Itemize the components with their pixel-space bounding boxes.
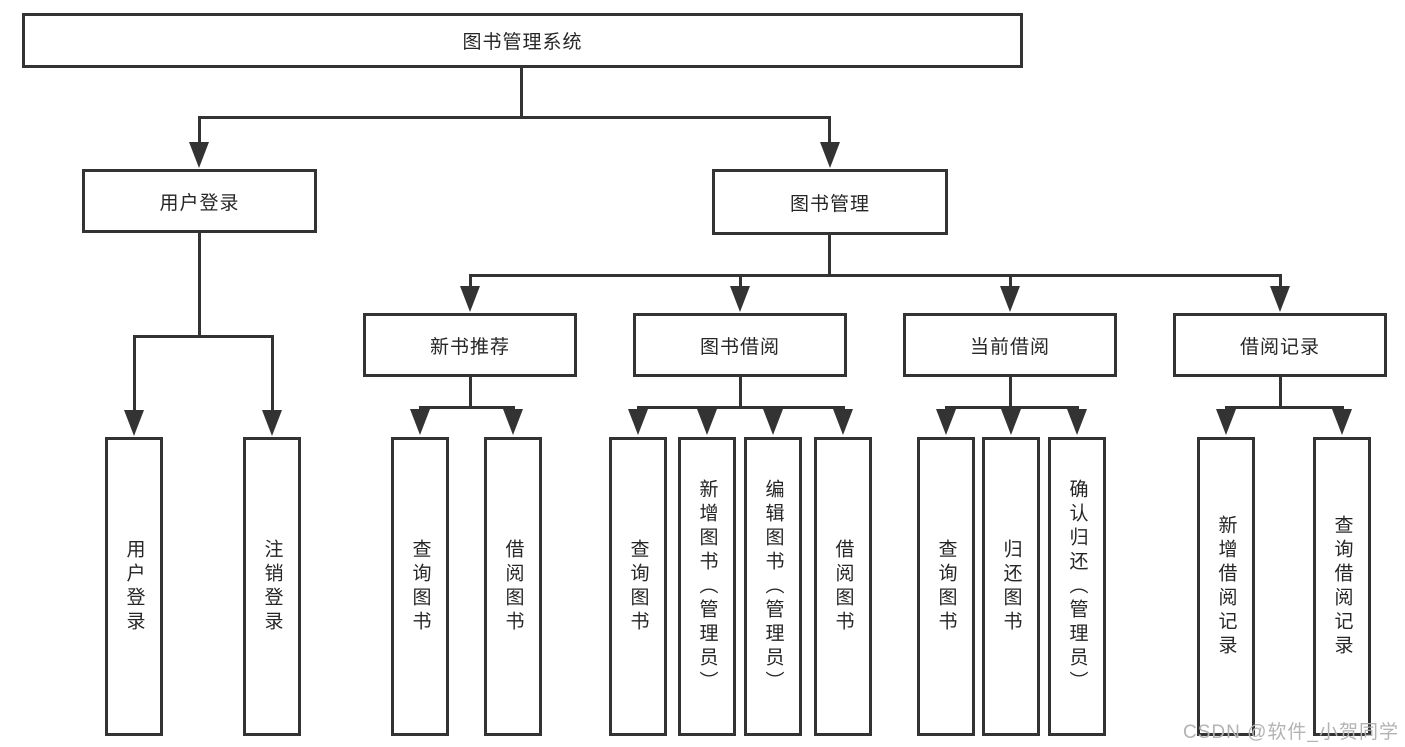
leaf-bb-edit-book: 编辑图书（管理员） [744, 437, 802, 736]
leaf-nb-borrow-book-label: 借阅图书 [502, 538, 524, 635]
leaf-br-add-record-label: 新增借阅记录 [1215, 514, 1237, 659]
arrow-to-bb-borrow-book [833, 409, 853, 435]
leaf-nb-query-book-label: 查询图书 [409, 538, 431, 635]
leaf-bb-edit-book-label: 编辑图书（管理员） [762, 478, 784, 695]
leaf-br-add-record: 新增借阅记录 [1197, 437, 1255, 736]
leaf-user-login: 用户登录 [105, 437, 163, 736]
leaf-cb-confirm-return: 确认归还（管理员） [1048, 437, 1106, 736]
arrow-to-user-login [189, 142, 209, 168]
leaf-cb-confirm-return-label: 确认归还（管理员） [1066, 478, 1088, 695]
leaf-br-query-record: 查询借阅记录 [1313, 437, 1371, 736]
leaf-bb-borrow-book: 借阅图书 [814, 437, 872, 736]
connector-user-login-stub [198, 233, 201, 337]
node-book-management-label: 图书管理 [789, 193, 870, 215]
leaf-logout-label: 注销登录 [261, 538, 283, 635]
arrow-to-new-book [460, 286, 480, 312]
connector-borrowing-records-stub [1279, 377, 1282, 408]
connector-to-user-login-leaf [133, 335, 136, 412]
node-user-login: 用户登录 [82, 169, 317, 233]
connector-book-management-stub [828, 235, 831, 276]
node-book-management: 图书管理 [712, 169, 948, 235]
leaf-nb-borrow-book: 借阅图书 [484, 437, 542, 736]
leaf-cb-query-book: 查询图书 [917, 437, 975, 736]
node-new-book-recommend: 新书推荐 [363, 313, 577, 377]
connector-book-borrowing-stub [739, 377, 742, 408]
arrow-to-logout-leaf [262, 410, 282, 436]
csdn-watermark: CSDN @软件_小贺同学 [1183, 722, 1399, 743]
node-root-label: 图书管理系统 [462, 32, 583, 53]
node-new-book-recommend-label: 新书推荐 [429, 336, 510, 358]
leaf-cb-return-book: 归还图书 [982, 437, 1040, 736]
arrow-to-book-borrowing [730, 286, 750, 312]
arrow-to-current-borrowing [1000, 286, 1020, 312]
arrow-to-bb-add-book [697, 409, 717, 435]
arrow-to-bb-edit-book [763, 409, 783, 435]
leaf-bb-add-book-label: 新增图书（管理员） [696, 478, 718, 695]
connector-new-book-stub [469, 377, 472, 408]
arrow-to-cb-return-book [1001, 409, 1021, 435]
leaf-nb-query-book: 查询图书 [391, 437, 449, 736]
leaf-br-query-record-label: 查询借阅记录 [1331, 514, 1353, 659]
leaf-cb-return-book-label: 归还图书 [1000, 538, 1022, 635]
connector-to-logout-leaf [271, 335, 274, 412]
node-current-borrowing: 当前借阅 [903, 313, 1117, 377]
node-root: 图书管理系统 [22, 13, 1023, 68]
connector-to-new-book [469, 274, 472, 288]
arrow-to-br-query-record [1332, 409, 1352, 435]
arrow-to-nb-query-book [410, 409, 430, 435]
arrow-to-nb-borrow-book [503, 409, 523, 435]
leaf-logout: 注销登录 [243, 437, 301, 736]
connector-level2-bar [469, 274, 1281, 277]
leaf-bb-query-book: 查询图书 [609, 437, 667, 736]
leaf-bb-query-book-label: 查询图书 [627, 538, 649, 635]
arrow-to-bb-query-book [628, 409, 648, 435]
connector-to-current-borrowing [1009, 274, 1012, 288]
connector-to-book-borrowing [739, 274, 742, 288]
connector-borrowing-records-bar [1225, 406, 1344, 409]
connector-root-stub [520, 68, 523, 117]
arrow-to-br-add-record [1216, 409, 1236, 435]
node-current-borrowing-label: 当前借阅 [969, 336, 1050, 358]
connector-current-borrowing-stub [1009, 377, 1012, 408]
node-borrowing-records-label: 借阅记录 [1239, 336, 1320, 358]
connector-to-borrowing-records [1279, 274, 1282, 288]
arrow-to-cb-confirm-return [1067, 409, 1087, 435]
node-book-borrowing: 图书借阅 [633, 313, 847, 377]
node-user-login-label: 用户登录 [159, 192, 240, 214]
connector-to-book-management [828, 116, 831, 144]
connector-to-user-login [198, 116, 201, 144]
leaf-bb-add-book: 新增图书（管理员） [678, 437, 736, 736]
connector-book-borrowing-bar [637, 406, 845, 409]
arrow-to-user-login-leaf [124, 410, 144, 436]
arrow-to-borrowing-records [1270, 286, 1290, 312]
node-book-borrowing-label: 图书借阅 [699, 336, 780, 358]
connector-new-book-bar [419, 406, 515, 409]
arrow-to-cb-query-book [936, 409, 956, 435]
leaf-user-login-label: 用户登录 [123, 538, 145, 635]
leaf-cb-query-book-label: 查询图书 [935, 538, 957, 635]
connector-current-borrowing-bar [945, 406, 1079, 409]
leaf-bb-borrow-book-label: 借阅图书 [832, 538, 854, 635]
connector-user-login-bar [133, 335, 274, 338]
arrow-to-book-management [820, 142, 840, 168]
node-borrowing-records: 借阅记录 [1173, 313, 1387, 377]
connector-level1-bar [198, 116, 831, 119]
